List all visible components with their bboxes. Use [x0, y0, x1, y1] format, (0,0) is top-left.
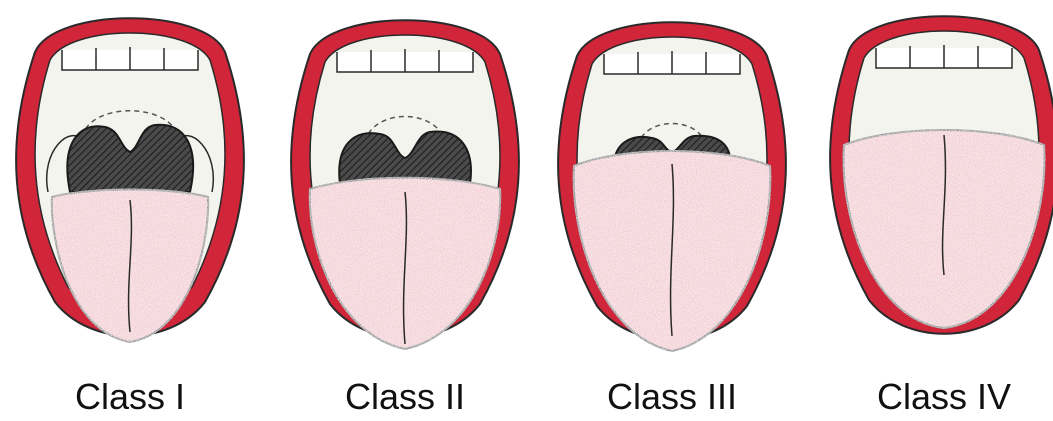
panel-label-class-1: Class I [40, 376, 220, 418]
panel-class-2 [291, 20, 519, 349]
panel-class-1 [16, 18, 244, 342]
panel-label-class-2: Class II [315, 376, 495, 418]
panel-label-class-4: Class IV [854, 376, 1034, 418]
panel-class-4 [830, 16, 1053, 334]
panel-label-class-3: Class III [582, 376, 762, 418]
panel-class-3 [558, 22, 786, 351]
